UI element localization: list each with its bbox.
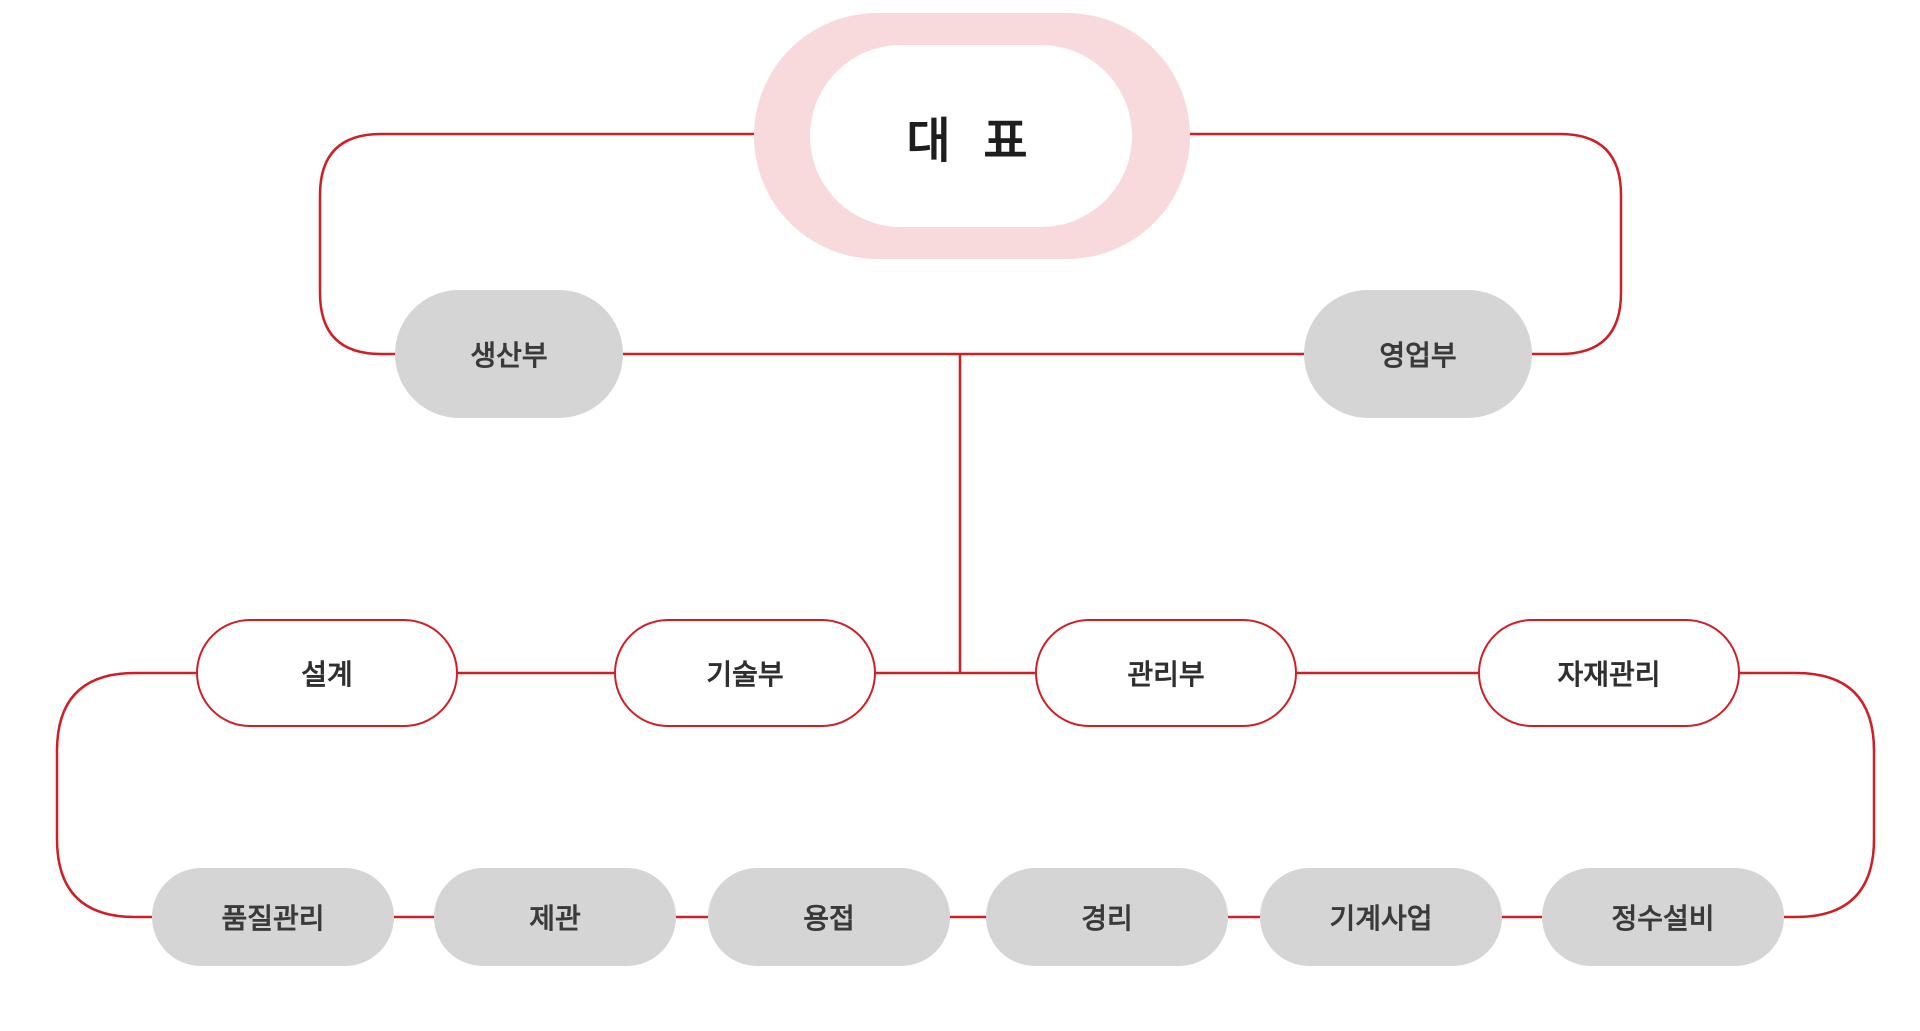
design-node: 설계: [196, 619, 458, 727]
machinery-node: 기계사업: [1260, 868, 1502, 966]
materials-node: 자재관리: [1478, 619, 1740, 727]
ceo-node: 대 표: [810, 45, 1132, 227]
quality-node: 품질관리: [152, 868, 394, 966]
accounting-node: 경리: [986, 868, 1228, 966]
line-ceo-to-sales: [1132, 132, 1623, 356]
sales-dept-node: 영업부: [1304, 290, 1532, 418]
production-dept-node: 생산부: [395, 290, 623, 418]
line-design-to-quality: [55, 671, 196, 919]
line-ceo-to-production: [318, 132, 810, 356]
water-treatment-node: 정수설비: [1542, 868, 1784, 966]
welding-node: 용접: [708, 868, 950, 966]
management-dept-node: 관리부: [1035, 619, 1297, 727]
can-making-node: 제관: [434, 868, 676, 966]
technology-dept-node: 기술부: [614, 619, 876, 727]
line-materials-to-water: [1740, 671, 1876, 919]
